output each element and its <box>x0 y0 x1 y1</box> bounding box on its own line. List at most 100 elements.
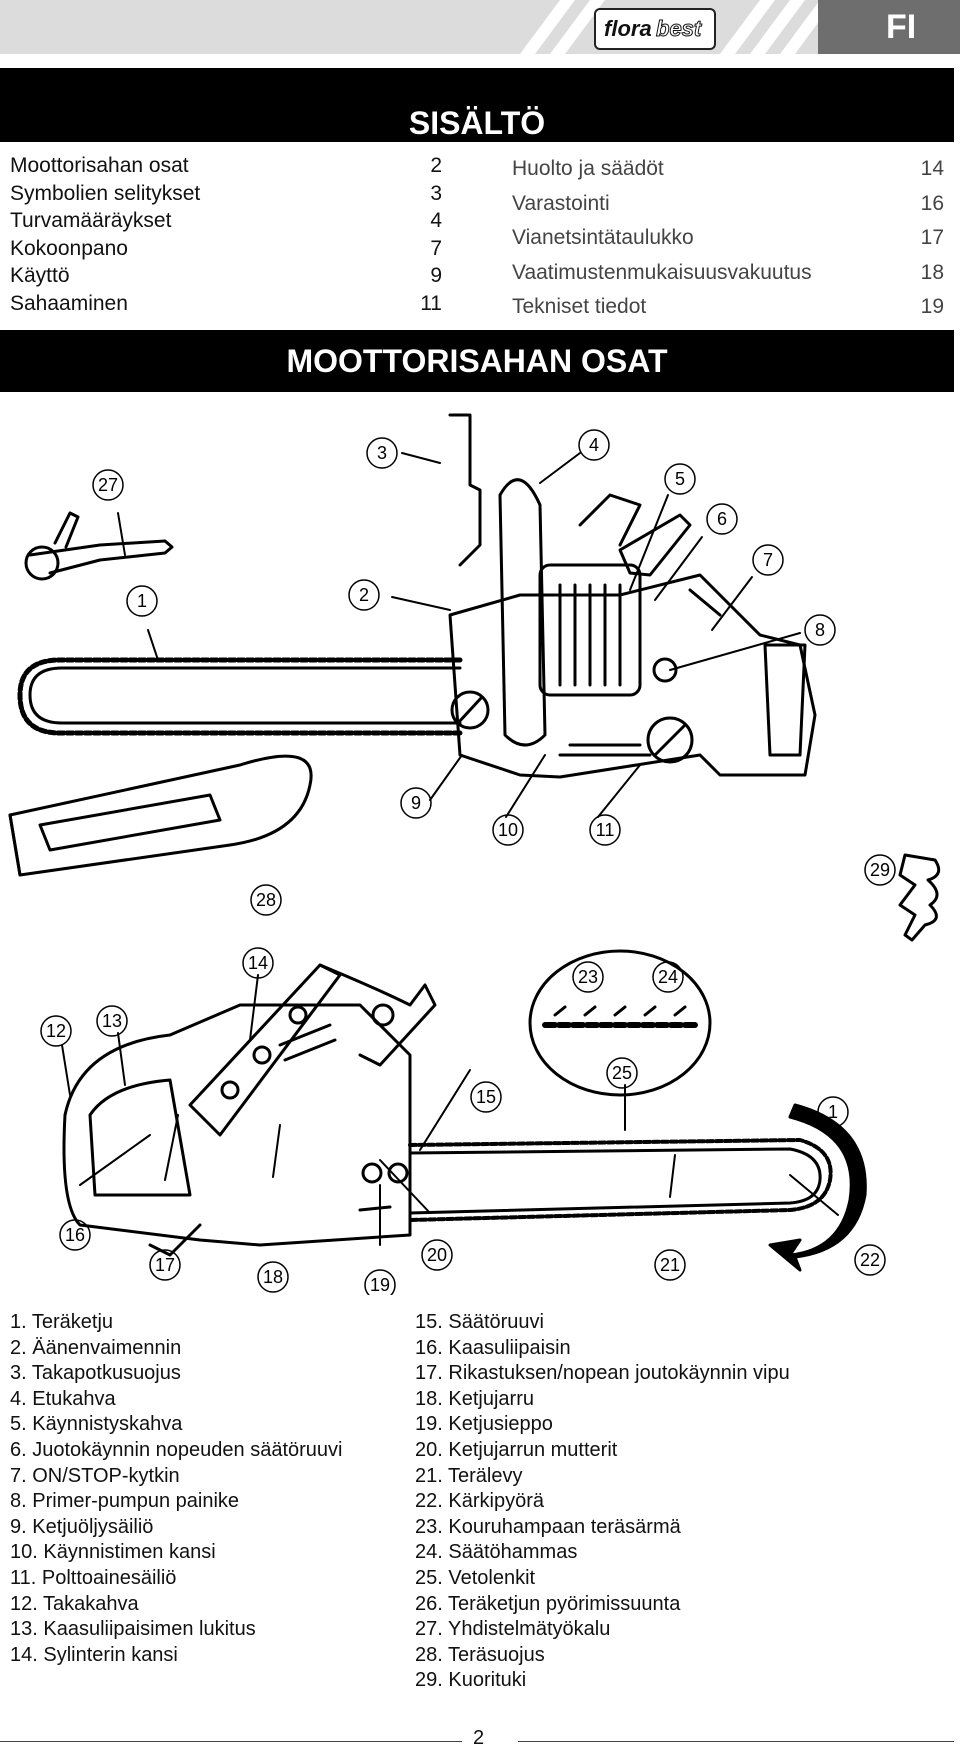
legend-item: 26. Teräketjun pyörimissuunta <box>415 1592 681 1615</box>
legend-item: 18. Ketjujarru <box>415 1387 534 1410</box>
callout-number: 6 <box>717 509 727 529</box>
legend-item: 25. Vetolenkit <box>415 1566 536 1589</box>
chainsaw-bottom-diagram: 14 13 12 23 24 25 15 1 16 17 18 19 20 21… <box>40 947 886 1295</box>
header-stripes <box>520 0 820 54</box>
callout-number: 28 <box>256 890 276 910</box>
legend-item: 23. Kouruhampaan teräsärmä <box>415 1515 681 1538</box>
callout-numbers: 14 13 12 23 24 25 15 1 16 17 18 19 20 21… <box>46 953 880 1295</box>
parts-legend-left: 1. Teräketju 2. Äänenvaimennin 3. Takapo… <box>10 1310 342 1668</box>
combination-tool-drawing <box>24 511 174 581</box>
callout-circles <box>92 429 896 916</box>
legend-item: 13. Kaasuliipaisimen lukitus <box>10 1618 256 1641</box>
callout-number: 20 <box>427 1245 447 1265</box>
legend-item: 16. Kaasuliipaisin <box>415 1336 571 1359</box>
legend-item: 21. Terälevy <box>415 1464 523 1487</box>
callout-number: 23 <box>578 967 598 987</box>
footer-rule-left <box>0 1741 462 1742</box>
chainsaw-body-drawing <box>448 413 817 779</box>
florabest-logo: flora best <box>594 8 716 50</box>
legend-item: 24. Säätöhammas <box>415 1541 578 1564</box>
chain-rotation-arrow <box>768 1103 867 1272</box>
callout-leaders <box>117 452 801 818</box>
bark-support-drawing <box>898 853 941 942</box>
guide-bar-drawing <box>408 1138 833 1222</box>
legend-item: 22. Kärkipyörä <box>415 1490 544 1513</box>
legend-item: 4. Etukahva <box>10 1387 116 1410</box>
chainsaw-top-diagram: 27 1 2 3 4 5 6 7 8 9 10 11 28 29 <box>8 413 941 942</box>
legend-item: 8. Primer‑pumpun painike <box>10 1490 240 1513</box>
legend-item: 28. Teräsuojus <box>415 1643 545 1666</box>
callout-number: 16 <box>65 1225 85 1245</box>
legend-item: 29. Kuorituki <box>415 1669 527 1692</box>
callout-number: 13 <box>102 1011 122 1031</box>
legend-item: 3. Takapotkusuojus <box>10 1362 181 1385</box>
language-code: FI <box>886 8 917 46</box>
chainsaw-body-drawing <box>62 963 437 1257</box>
callout-number: 5 <box>675 469 685 489</box>
callout-number: 14 <box>248 953 268 973</box>
logo-text-best: best <box>655 16 702 42</box>
parts-title: MOOTTORISAHAN OSAT <box>286 343 668 379</box>
legend-item: 9. Ketjuöljysäiliö <box>10 1515 154 1538</box>
legend-item: 20. Ketjujarrun mutterit <box>415 1438 618 1461</box>
legend-item: 15. Säätöruuvi <box>415 1311 544 1333</box>
callout-number: 4 <box>589 435 599 455</box>
callout-number: 10 <box>498 820 518 840</box>
parts-title-bar: MOOTTORISAHAN OSAT <box>0 330 954 392</box>
callout-number: 3 <box>377 443 387 463</box>
legend-item: 12. Takakahva <box>10 1592 139 1615</box>
guide-bar-drawing <box>17 657 463 736</box>
legend-item: 10. Käynnistimen kansi <box>10 1541 216 1564</box>
callout-number: 22 <box>860 1250 880 1270</box>
callout-number: 18 <box>263 1267 283 1287</box>
callout-number: 17 <box>155 1255 175 1275</box>
callout-number: 21 <box>660 1255 680 1275</box>
chain-detail-drawing <box>528 949 712 1097</box>
page-number: 2 <box>473 1727 485 1749</box>
callout-number: 29 <box>870 860 890 880</box>
callout-leaders <box>61 974 839 1246</box>
callout-number: 7 <box>763 550 773 570</box>
callout-number: 15 <box>476 1087 496 1107</box>
legend-item: 5. Käynnistyskahva <box>10 1413 183 1436</box>
callout-number: 12 <box>46 1021 66 1041</box>
scabbard-drawing <box>8 754 313 877</box>
legend-item: 11. Polttoainesäiliö <box>10 1566 177 1589</box>
legend-item: 14. Sylinterin kansi <box>10 1643 178 1666</box>
legend-item: 19. Ketjusieppo <box>415 1413 553 1436</box>
callout-number: 11 <box>596 820 615 840</box>
legend-item: 6. Juotokäynnin nopeuden säätöruuvi <box>10 1438 343 1461</box>
parts-legend-right: 15. Säätöruuvi 16. Kaasuliipaisin 17. Ri… <box>415 1310 790 1694</box>
callout-circles <box>40 947 886 1295</box>
legend-item: 2. Äänenvaimennin <box>10 1336 182 1359</box>
legend-item: 7. ON/STOP‑kytkin <box>10 1464 180 1487</box>
legend-item: 1. Teräketju <box>10 1311 114 1333</box>
callout-number: 25 <box>612 1063 632 1083</box>
callout-number: 1 <box>828 1102 838 1122</box>
toc-title-bar: SISÄLTÖ <box>0 68 954 142</box>
callout-number: 2 <box>359 585 369 605</box>
legend-item: 27. Yhdistelmätyökalu <box>415 1618 611 1641</box>
footer-rule-right <box>518 1741 954 1742</box>
callout-numbers: 27 1 2 3 4 5 6 7 8 9 10 11 28 29 <box>98 435 890 910</box>
callout-number: 27 <box>98 475 118 495</box>
callout-number: 24 <box>658 967 678 987</box>
callout-number: 9 <box>411 793 421 813</box>
language-tab <box>818 0 960 54</box>
legend-item: 17. Rikastuksen/nopean joutokäynnin vipu <box>415 1362 790 1385</box>
callout-number: 1 <box>137 591 147 611</box>
callout-number: 19 <box>370 1275 390 1295</box>
